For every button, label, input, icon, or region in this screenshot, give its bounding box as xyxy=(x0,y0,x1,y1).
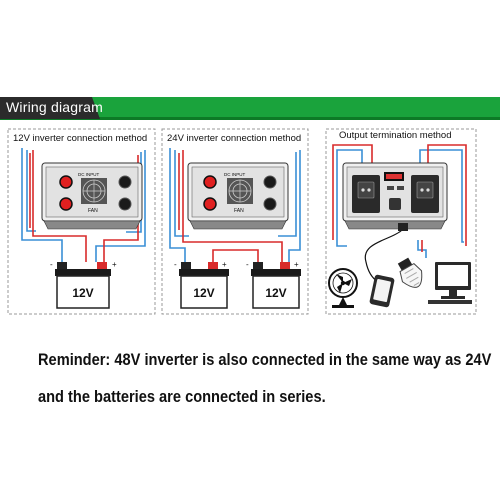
usb-port-icon xyxy=(387,186,394,190)
battery-24v-left: 12V - + xyxy=(174,260,229,309)
header-divider xyxy=(0,117,500,120)
terminal-black-icon xyxy=(263,175,277,189)
dc-input-label-12v: DC INPUT xyxy=(78,172,100,177)
usb-port-icon xyxy=(397,186,404,190)
inverter-12v: DC INPUT FAN xyxy=(41,162,143,230)
terminal-red-icon xyxy=(59,175,73,189)
positive-sign: + xyxy=(294,260,299,269)
header-tab xyxy=(0,97,100,119)
fan-device-icon xyxy=(328,268,358,308)
inverter-output-panel xyxy=(342,162,448,231)
frame-24v xyxy=(161,128,309,315)
fan-label-24v: FAN xyxy=(234,208,244,214)
bulb-icon xyxy=(397,257,423,288)
terminal-black-icon xyxy=(118,175,132,189)
terminal-red-icon xyxy=(59,197,73,211)
header-bar xyxy=(0,97,500,119)
battery-24v-right: 12V - + xyxy=(246,260,301,309)
wires-24v xyxy=(169,148,301,262)
negative-sign: - xyxy=(246,260,249,269)
positive-sign: + xyxy=(112,260,117,269)
terminal-red-icon xyxy=(203,175,217,189)
frame-12v xyxy=(7,128,156,315)
negative-sign: - xyxy=(174,260,177,269)
terminal-black-icon xyxy=(263,197,277,211)
battery-label: 12V xyxy=(193,286,214,300)
header-title: Wiring diagram xyxy=(6,99,103,115)
battery-label: 12V xyxy=(72,286,93,300)
terminal-red-icon xyxy=(203,197,217,211)
section-header: Wiring diagram xyxy=(0,97,500,120)
caption-12v: 12V inverter connection method xyxy=(13,133,147,144)
positive-sign: + xyxy=(222,260,227,269)
negative-sign: - xyxy=(50,260,53,269)
caption-output: Output termination method xyxy=(339,130,451,141)
caption-24v: 24V inverter connection method xyxy=(167,133,301,144)
fan-label-12v: FAN xyxy=(88,208,98,214)
reminder-line-1: Reminder: 48V inverter is also connected… xyxy=(38,350,492,369)
reminder-line-2: and the batteries are connected in serie… xyxy=(38,387,326,406)
power-switch-icon xyxy=(389,198,401,210)
wires-output xyxy=(332,144,467,283)
phone-icon xyxy=(369,274,395,308)
inverter-24v: DC INPUT FAN xyxy=(187,162,289,230)
frame-output xyxy=(325,128,477,315)
monitor-icon xyxy=(428,262,472,304)
dc-input-label-24v: DC INPUT xyxy=(224,172,246,177)
terminal-black-icon xyxy=(118,197,132,211)
battery-12v: 12V - + xyxy=(50,260,117,309)
battery-label: 12V xyxy=(265,286,286,300)
